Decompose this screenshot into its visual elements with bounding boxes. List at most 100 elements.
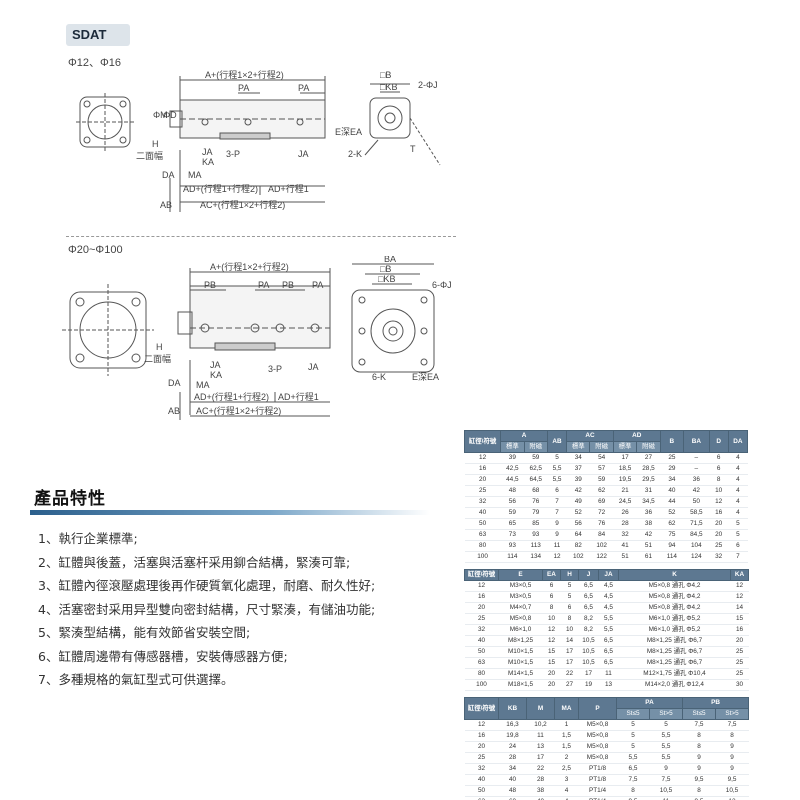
table-cell: 56	[566, 518, 590, 530]
table-cell: 80	[464, 668, 499, 680]
dim-da-label: DA	[162, 170, 175, 180]
t1-header: AD	[612, 430, 661, 442]
table-cell: 102	[566, 551, 590, 563]
table-cell: 40	[464, 774, 499, 786]
table-cell: 5	[728, 518, 748, 530]
t2-header: E	[498, 569, 543, 581]
table-cell: 122	[589, 551, 614, 563]
dim-ab2-label: AB	[168, 406, 180, 416]
table-cell: 11	[526, 730, 555, 742]
table-cell: 10	[560, 624, 579, 636]
table-cell: 38	[636, 518, 661, 530]
dim-ac-label: AC+(行程1×2+行程2)	[200, 199, 285, 210]
table-cell: 4,5	[598, 602, 619, 614]
table-cell: 8	[560, 613, 579, 625]
table-cell: –	[683, 463, 710, 475]
table-cell: 28	[498, 752, 527, 764]
table-cell: 1	[554, 719, 579, 731]
table-cell: 7,5	[616, 774, 650, 786]
t1-header: DA	[727, 430, 749, 453]
table-cell: 32	[464, 763, 499, 775]
table-cell: 54	[589, 452, 614, 464]
table-cell: 22	[560, 668, 579, 680]
table-cell: 12	[464, 719, 499, 731]
table-cell: 20	[730, 635, 749, 647]
table-cell: 57	[589, 463, 614, 475]
dim-da2-label: DA	[168, 378, 181, 388]
t3-subheader: St>5	[649, 708, 683, 720]
table-cell: 48	[498, 785, 527, 797]
dim-ad3-label: AD+(行程1+行程2)	[194, 391, 269, 402]
table-cell: 40	[464, 635, 499, 647]
table-cell: 38	[526, 785, 555, 797]
t2-header: J	[578, 569, 599, 581]
table-cell: 9,5	[616, 796, 650, 800]
table-cell: 42	[683, 485, 710, 497]
face-width-label: 二面幅	[136, 150, 163, 161]
spec-tables: 缸徑\符號 A AB AC AD B BA D DA 標準 附磁 標準 附磁 標…	[463, 430, 750, 800]
feature-item: 7、多種規格的氣缸型式可供選擇。	[38, 672, 234, 687]
table-cell: 17	[578, 668, 599, 680]
t1-subheader: 標準	[612, 441, 638, 453]
drawing-small-bore: A+(行程1×2+行程2) PA PA □B □KB 2-ΦJ ΦM ΦD H …	[76, 69, 441, 212]
thread-k-label: 2-K	[348, 149, 362, 159]
table-cell: M3×0,5	[498, 580, 543, 592]
t1-subheader: 標準	[500, 441, 525, 453]
table-cell: 65	[500, 518, 525, 530]
table-cell: 16,3	[498, 719, 527, 731]
dim-ma2-label: MA	[196, 380, 210, 390]
table-cell: 42,5	[500, 463, 525, 475]
table-cell: 9	[649, 763, 683, 775]
table-cell: 85	[524, 518, 548, 530]
table-cell: M5×0,8 通孔 Φ4,2	[618, 602, 731, 614]
table-cell: 28	[613, 518, 637, 530]
table-cell: 2,5	[554, 763, 579, 775]
feature-item: 4、活塞密封采用异型雙向密封結構，尺寸緊湊，有儲油功能;	[38, 601, 376, 617]
table-cell: 5	[547, 452, 567, 464]
table-cell: 114	[500, 551, 525, 563]
table-cell: 60	[498, 796, 527, 800]
dim-ad4-label: AD+行程1	[278, 391, 319, 402]
table-cell: 124	[683, 551, 710, 563]
table-cell: 8	[715, 730, 749, 742]
table-cell: 7	[547, 507, 567, 519]
dim-ja2-label: JA	[298, 149, 309, 159]
table-cell: 34	[660, 474, 684, 486]
table-cell: 59	[500, 507, 525, 519]
table-cell: 84,5	[683, 529, 710, 541]
table-cell: M4×0,7	[498, 602, 543, 614]
table-cell: 76	[589, 518, 614, 530]
table-cell: 82	[566, 540, 590, 552]
table-cell: M6×1,0 通孔 Φ5,2	[618, 613, 731, 625]
table-cell: 75	[660, 529, 684, 541]
table-cell: 79	[524, 507, 548, 519]
table-cell: 4	[728, 463, 748, 475]
table-cell: 20	[542, 679, 561, 691]
table-cell: 34	[566, 452, 590, 464]
table-cell: 32	[613, 529, 637, 541]
t1-subheader: 標準	[566, 441, 591, 453]
table-cell: 52	[660, 507, 684, 519]
dim-h-label: H	[152, 139, 159, 149]
table-cell: 6	[709, 463, 729, 475]
table-cell: 17	[526, 752, 555, 764]
table-cell: 6	[560, 602, 579, 614]
table-cell: 36	[636, 507, 661, 519]
table-cell: 134	[524, 551, 548, 563]
table-cell: 114	[660, 551, 684, 563]
table-cell: 100	[464, 679, 499, 691]
table-cell: M5×0,8	[578, 752, 617, 764]
table-cell: 16	[464, 463, 501, 475]
drawing-large-bore: A+(行程1×2+行程2) PB PA PB PA BA □B □KB 6-ΦJ…	[62, 256, 452, 420]
table-cell: 24,5	[613, 496, 637, 508]
table-cell: 6,5	[578, 591, 599, 603]
table-cell: M10×1,5	[498, 657, 543, 669]
table-cell: 94	[660, 540, 684, 552]
